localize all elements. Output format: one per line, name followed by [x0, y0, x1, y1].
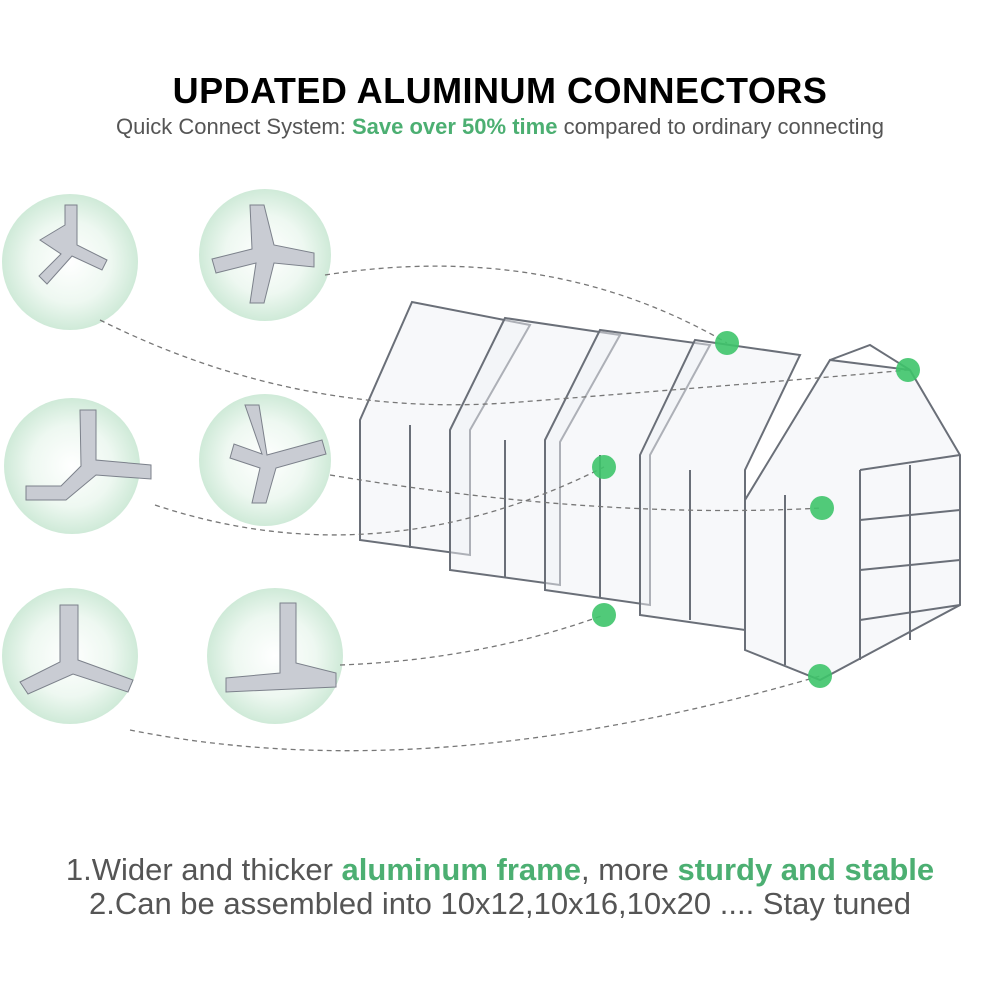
connector-circles — [2, 189, 343, 724]
connection-dot — [592, 603, 616, 627]
connection-dot — [896, 358, 920, 382]
page-title: UPDATED ALUMINUM CONNECTORS — [172, 70, 828, 111]
connector-4way-cross-icon — [199, 189, 331, 321]
connector-leader-lines — [99, 265, 909, 752]
feature-1-highlight-sturdy: sturdy and stable — [677, 852, 935, 887]
connector-3way-base-icon — [2, 588, 138, 724]
feature-line-1: 1.Wider and thicker aluminum frame, more… — [0, 852, 1000, 888]
connector-tee-base-icon — [207, 588, 343, 724]
subtitle-prefix: Quick Connect System: — [116, 114, 352, 139]
connection-dot — [810, 496, 834, 520]
subtitle-highlight: Save over 50% time — [351, 114, 558, 139]
connector-3way-tee-icon — [4, 398, 152, 534]
greenhouse-illustration — [359, 300, 961, 682]
feature-1-highlight-frame: aluminum frame — [341, 852, 581, 887]
feature-1-prefix: 1.Wider and thicker — [65, 852, 342, 887]
connection-dot — [808, 664, 832, 688]
feature-line-2: 2.Can be assembled into 10x12,10x16,10x2… — [88, 886, 912, 921]
subtitle-suffix: compared to ordinary connecting — [557, 114, 884, 139]
connection-dot — [715, 331, 739, 355]
connector-4way-angled-icon — [199, 394, 331, 526]
connector-3way-corner-icon — [2, 194, 138, 330]
subtitle: Quick Connect System: Save over 50% time… — [0, 114, 1000, 140]
connection-dot — [592, 455, 616, 479]
feature-1-middle: , more — [580, 852, 678, 887]
connection-point-dots — [592, 331, 920, 688]
